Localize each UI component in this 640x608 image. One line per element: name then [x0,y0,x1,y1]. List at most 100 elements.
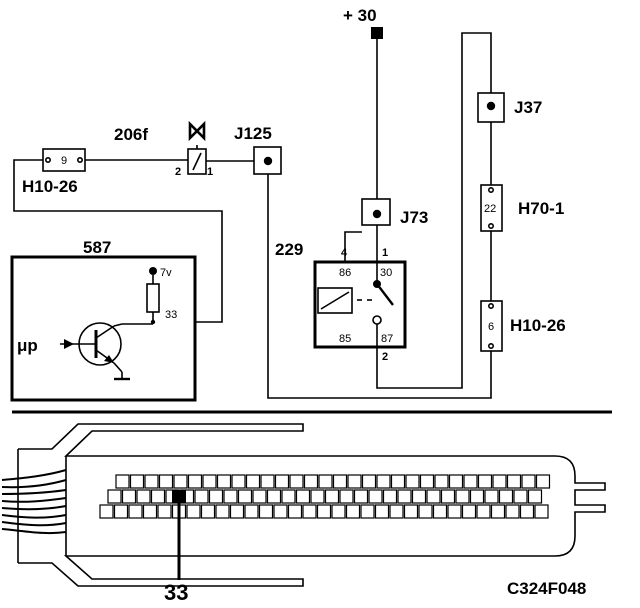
connector-cell [405,474,420,489]
connector-cell [115,474,130,489]
connector-pin-label: 33 [164,580,188,605]
j125-label: J125 [234,124,272,143]
connector-cell [353,489,369,504]
connector-cell [99,504,114,519]
connector-cell [136,489,151,504]
connector-cell [258,504,274,519]
wire-return [267,172,492,399]
connector-cell [274,474,290,489]
connector-h10-26-right [480,300,503,352]
relay-terminal-87: 87 [381,333,393,345]
relay-229 [313,260,407,349]
connector-cell [237,489,253,504]
wire-relay-loop [376,32,492,389]
connector-h10-26-left [42,148,86,172]
supply-label: + 30 [343,6,377,25]
connector-cell [332,474,348,489]
connector-cell [498,489,514,504]
connector-cell [368,489,383,504]
connector-cell [244,504,259,519]
connector-cell [281,489,296,504]
relay-pin2: 2 [382,351,388,363]
connector-j37 [477,92,505,123]
connector-cell [432,504,448,519]
connector-cell [200,504,216,519]
relay-label: 229 [275,240,303,259]
connector-cell [273,504,288,519]
connector-cell [157,504,172,519]
connector-cell [216,474,232,489]
connector-cell [194,489,209,504]
connector-cell [361,474,377,489]
connector-cell [324,489,340,504]
connector-cell [245,474,261,489]
connector-cell [158,474,174,489]
connector-cell [295,489,311,504]
connector-cell [173,474,188,489]
connector-cell [186,504,201,519]
connector-cell [403,504,419,519]
connector-cell [360,504,375,519]
connector-cell [397,489,412,504]
connector-cell [477,474,493,489]
connector-cell [374,504,390,519]
connector-cell [492,474,507,489]
connector-cell [287,504,303,519]
h1026-left-label: H10-26 [22,177,78,196]
diode-pin1: 1 [207,166,213,178]
wire-ecu33 [13,159,223,323]
connector-cell [231,474,246,489]
h1026-right-label: H10-26 [510,316,566,335]
j37-label: J37 [514,98,542,117]
wires [13,32,492,399]
connector-cell [447,504,462,519]
connector-cell [382,489,398,504]
connector-cell [519,504,535,519]
connector-cell [455,489,470,504]
connector-cell [187,474,203,489]
supply-terminal [371,27,383,39]
connector-cell [490,504,506,519]
connector-cell [521,474,536,489]
h1026-left-pin: 9 [61,155,67,167]
connector-cell [535,474,551,489]
connector-cell [289,474,304,489]
connector-cell [505,504,520,519]
connector-cell [316,504,332,519]
connector-pin-33-highlight [172,490,186,503]
connector-j125 [253,146,282,175]
wire-bundle [1,469,67,535]
connector-cell [463,474,478,489]
connector-cell [223,489,238,504]
ecu-input-label: μp [17,336,38,355]
wire-relay4 [344,231,362,262]
ecu-pin33: 33 [165,309,177,321]
connector-cell [310,489,325,504]
connector-cell [215,504,230,519]
ecu-label: 587 [83,238,111,257]
connector-cell [142,504,158,519]
j73-label: J73 [400,208,428,227]
connector-cell [202,474,217,489]
connector-cell [390,474,406,489]
connector-cell [260,474,275,489]
connector-cell [150,489,166,504]
connector-cell [339,489,354,504]
connector-cell [302,504,317,519]
h1026-right-pin: 6 [488,321,494,333]
connector-cell [229,504,245,519]
connector-cell [318,474,333,489]
connector-cell [347,474,362,489]
relay-terminal-85: 85 [339,333,351,345]
connector-cell [266,489,282,504]
connector-cell [534,504,549,519]
diode-label: 206f [114,125,148,144]
connector-j73 [361,198,391,226]
connector-cell [389,504,404,519]
connector-cell [426,489,441,504]
h70-pin: 22 [484,203,496,215]
ecu-voltage: 7v [160,267,172,279]
relay-pin4: 4 [341,247,348,259]
figure-code: C324F048 [507,579,586,598]
